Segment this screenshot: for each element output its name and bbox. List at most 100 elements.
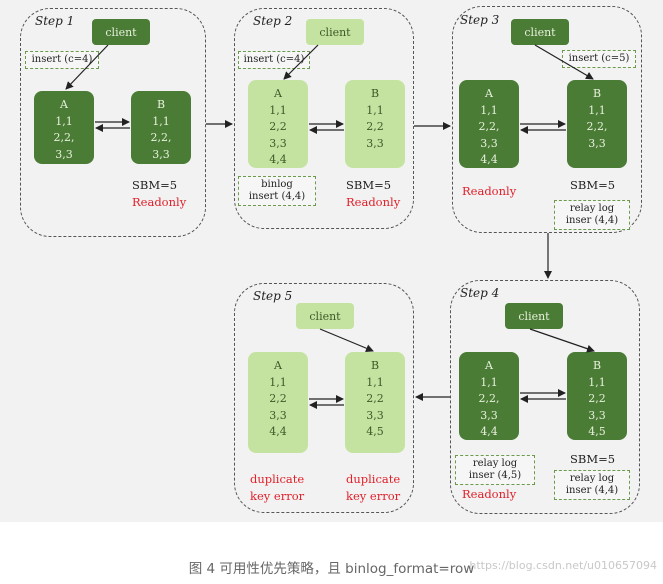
step-1-db-b: B 1,1 2,2, 3,3 bbox=[131, 91, 191, 164]
step-2-write-note: insert (c=4) bbox=[238, 51, 310, 69]
db-a-row: 3,3 bbox=[269, 408, 287, 422]
db-b-row: 2,2 bbox=[588, 392, 606, 405]
step-2-db-a: A 1,1 2,2 3,3 4,4 bbox=[248, 80, 308, 168]
step-2-client: client bbox=[306, 19, 364, 45]
db-b-row: 3,3 bbox=[588, 136, 606, 150]
step-4-panel bbox=[450, 280, 640, 514]
client-to-b-arrow bbox=[529, 328, 595, 353]
step-3-db-b: B 1,1 2,2, 3,3 bbox=[567, 80, 627, 168]
binlog-line: insert (4,4) bbox=[248, 191, 306, 202]
db-b-row: 2,2 bbox=[366, 120, 384, 133]
db-b-name: B bbox=[156, 98, 166, 111]
client-to-a-arrow bbox=[283, 44, 319, 80]
db-a-name: A bbox=[485, 359, 493, 372]
db-a-row: 3,3 bbox=[480, 408, 498, 422]
db-b-row: 3,3 bbox=[366, 136, 384, 150]
db-a-row: 1,1 bbox=[269, 103, 287, 117]
step-4-db-b: B 1,1 2,2 3,3 4,5 bbox=[567, 352, 627, 440]
step-2-panel bbox=[234, 8, 414, 229]
db-b-row: 1,1 bbox=[152, 114, 170, 128]
db-a-row: 2,2, bbox=[478, 120, 500, 133]
step-2-sbm: SBM=5 bbox=[346, 178, 392, 192]
db-a-row: 3,3 bbox=[480, 136, 498, 150]
step-3-sbm: SBM=5 bbox=[570, 178, 616, 192]
step-3-db-a: A 1,1 2,2, 3,3 4,4 bbox=[459, 80, 519, 168]
step-5-error-b: duplicate key error bbox=[346, 471, 400, 505]
step-4-label: Step 4 bbox=[460, 286, 500, 300]
step-2-status: Readonly bbox=[346, 195, 401, 209]
step-4-status-a: Readonly bbox=[462, 487, 517, 501]
step-3-panel bbox=[452, 6, 642, 233]
relay-line: relay log bbox=[472, 458, 518, 469]
step-1-write-note: insert (c=4) bbox=[25, 51, 99, 69]
db-a-row: 4,4 bbox=[480, 153, 498, 166]
step-1-panel bbox=[20, 8, 206, 237]
db-b-row: 2,2, bbox=[150, 131, 172, 144]
step-3-label: Step 3 bbox=[460, 13, 500, 27]
source-watermark: https://blog.csdn.net/u010657094 bbox=[469, 559, 657, 572]
db-b-row: 3,3 bbox=[152, 147, 170, 161]
step-5-error-a: duplicate key error bbox=[250, 471, 304, 505]
step-1-client: client bbox=[92, 19, 150, 45]
step-4-sbm: SBM=5 bbox=[570, 452, 616, 466]
step-5-db-a: A 1,1 2,2 3,3 4,4 bbox=[248, 352, 308, 453]
step-1-db-a: A 1,1 2,2, 3,3 bbox=[34, 91, 94, 164]
step-4-relay-note-a: relay log inser (4,5) bbox=[455, 455, 535, 485]
db-b-row: 1,1 bbox=[366, 103, 384, 117]
step-1-status: Readonly bbox=[132, 195, 187, 209]
db-b-row: 1,1 bbox=[588, 375, 606, 389]
binlog-line: binlog bbox=[261, 179, 293, 190]
db-b-row: 4,5 bbox=[366, 425, 384, 438]
step-5-client: client bbox=[296, 303, 354, 329]
step-5-db-b: B 1,1 2,2 3,3 4,5 bbox=[345, 352, 405, 453]
db-b-name: B bbox=[592, 87, 602, 100]
db-a-row: 1,1 bbox=[55, 114, 73, 128]
step-3-client: client bbox=[511, 19, 569, 45]
db-a-name: A bbox=[274, 87, 282, 100]
step-4-client: client bbox=[505, 303, 563, 329]
step-4-db-a: A 1,1 2,2, 3,3 4,4 bbox=[459, 352, 519, 440]
db-a-row: 4,4 bbox=[480, 425, 498, 438]
db-a-row: 4,4 bbox=[269, 425, 287, 438]
step-5-panel bbox=[234, 283, 414, 513]
db-a-row: 2,2, bbox=[478, 392, 500, 405]
relay-line: relay log bbox=[569, 203, 615, 214]
client-to-b-arrow bbox=[534, 44, 594, 80]
db-a-row: 3,3 bbox=[269, 136, 287, 150]
step-5-label: Step 5 bbox=[253, 289, 293, 303]
db-b-row: 3,3 bbox=[366, 408, 384, 422]
db-b-row: 2,2 bbox=[366, 392, 384, 405]
db-b-name: B bbox=[370, 87, 380, 100]
db-a-row: 2,2 bbox=[269, 120, 287, 133]
error-line: key error bbox=[250, 489, 305, 503]
step-3-relay-note: relay log inser (4,4) bbox=[554, 200, 630, 230]
db-b-row: 1,1 bbox=[588, 103, 606, 117]
step-2-db-b: B 1,1 2,2 3,3 bbox=[345, 80, 405, 168]
db-b-row: 1,1 bbox=[366, 375, 384, 389]
db-a-row: 2,2 bbox=[269, 392, 287, 405]
db-b-row: 4,5 bbox=[588, 425, 606, 438]
db-a-row: 2,2, bbox=[53, 131, 75, 144]
db-b-name: B bbox=[592, 359, 602, 372]
step-4-relay-note-b: relay log inser (4,4) bbox=[554, 470, 630, 500]
step-1-label: Step 1 bbox=[35, 14, 75, 28]
db-a-row: 1,1 bbox=[480, 375, 498, 389]
error-line: duplicate bbox=[250, 472, 305, 486]
db-b-row: 3,3 bbox=[588, 408, 606, 422]
diagram-canvas: Step 1 client insert (c=4) A 1,1 2,2, 3,… bbox=[0, 0, 663, 522]
figure-caption: 图 4 可用性优先策略，且 binlog_format=row bbox=[188, 561, 475, 577]
error-line: key error bbox=[346, 489, 401, 503]
db-a-row: 1,1 bbox=[269, 375, 287, 389]
db-b-row: 2,2, bbox=[586, 120, 608, 133]
db-a-name: A bbox=[274, 359, 282, 372]
client-to-b-arrow bbox=[319, 328, 374, 353]
step-2-binlog-note: binlog insert (4,4) bbox=[238, 176, 316, 206]
relay-line: inser (4,5) bbox=[468, 470, 522, 481]
relay-line: inser (4,4) bbox=[565, 215, 619, 226]
db-a-row: 4,4 bbox=[269, 153, 287, 166]
step-3-status-a: Readonly bbox=[462, 184, 517, 198]
db-a-name: A bbox=[485, 87, 493, 100]
relay-line: relay log bbox=[569, 473, 615, 484]
db-a-row: 3,3 bbox=[55, 147, 73, 161]
step-2-label: Step 2 bbox=[253, 14, 293, 28]
